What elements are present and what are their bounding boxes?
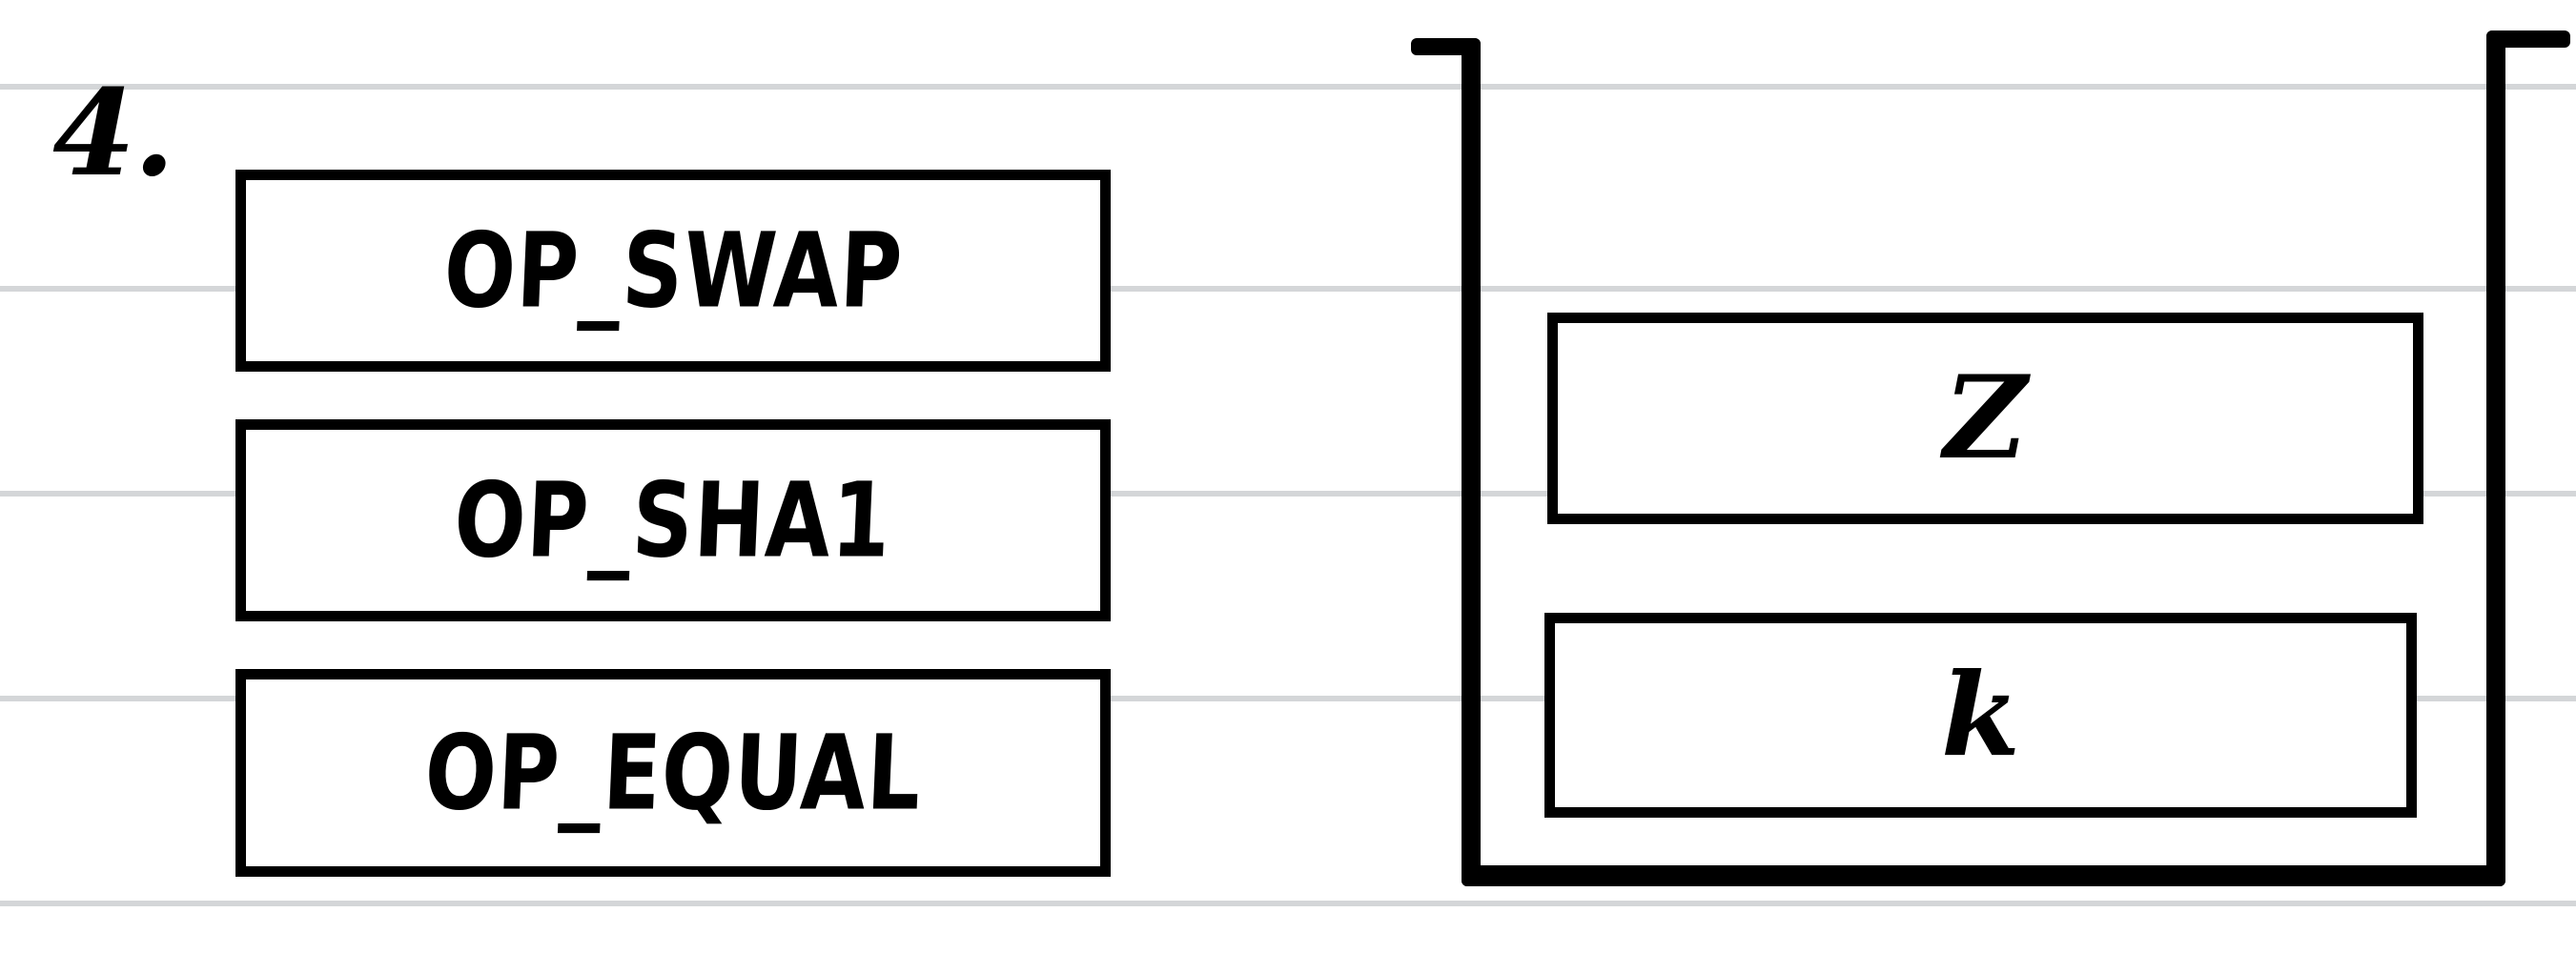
stack-item-top[interactable]: Z	[1547, 313, 2423, 524]
rule-line-1	[0, 84, 2576, 90]
opcode-box-op-equal[interactable]: OP_EQUAL	[235, 669, 1111, 877]
rule-line-5	[0, 901, 2576, 906]
rule-line-4	[0, 696, 2576, 701]
item-number-label: 4.	[52, 64, 174, 203]
opcode-box-op-swap[interactable]: OP_SWAP	[235, 170, 1111, 372]
stack-item-bottom[interactable]: k	[1544, 613, 2417, 818]
opcode-box-op-sha1[interactable]: OP_SHA1	[235, 419, 1111, 621]
rule-line-3	[0, 491, 2576, 497]
rule-line-2	[0, 286, 2576, 292]
stack-item-label-k: k	[1940, 647, 2021, 782]
stack-item-label-z: Z	[1943, 351, 2028, 485]
stack-right-wall	[2486, 30, 2505, 886]
opcode-label-op-equal: OP_EQUAL	[421, 712, 925, 834]
opcode-label-op-swap: OP_SWAP	[440, 210, 906, 332]
stack-left-wall	[1462, 38, 1481, 886]
stack-bottom-wall	[1462, 865, 2505, 886]
opcode-label-op-sha1: OP_SHA1	[452, 459, 894, 581]
stack-right-cap	[2486, 30, 2570, 48]
